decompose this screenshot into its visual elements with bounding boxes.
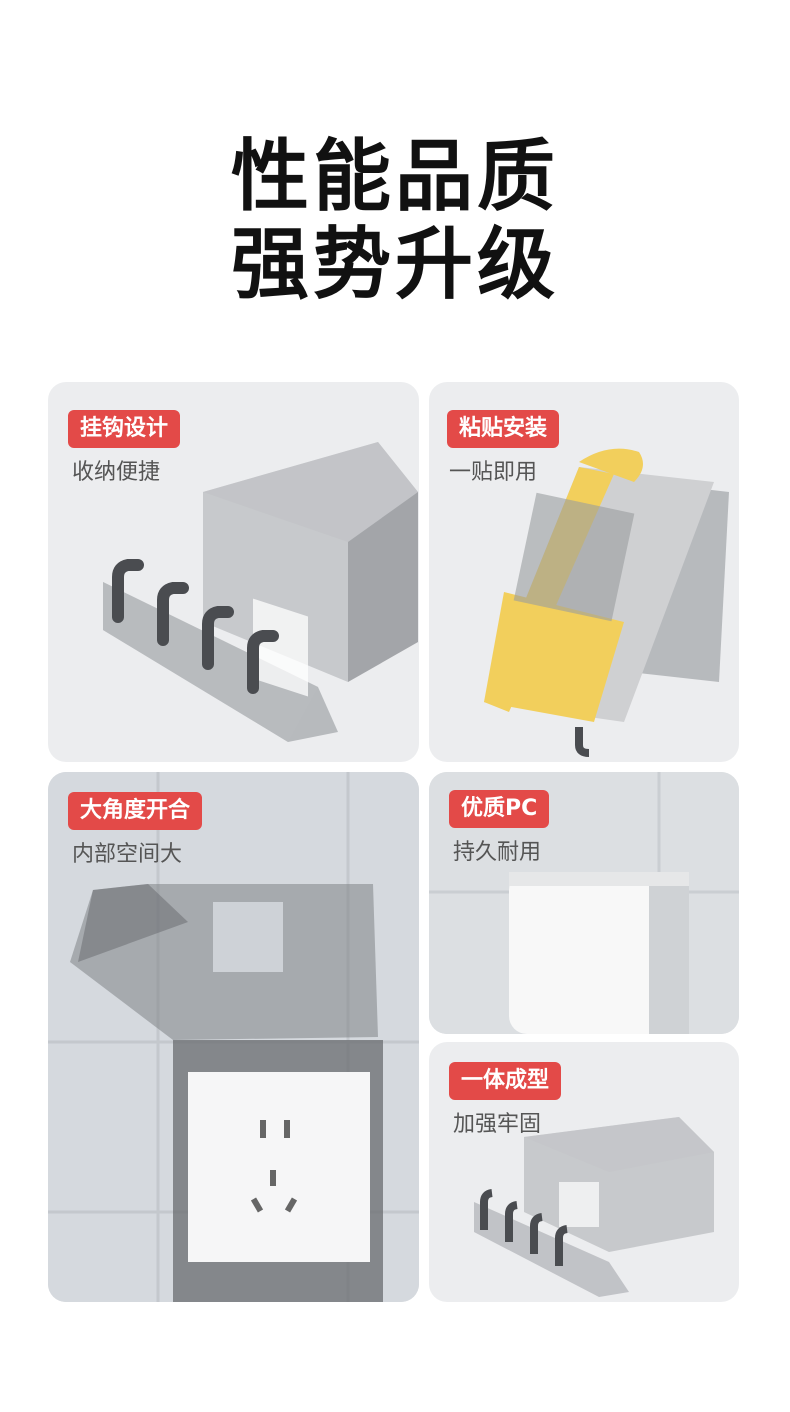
feature-card-hook-design: 挂钩设计 收纳便捷 [48, 382, 419, 762]
adhesive-cover-illustration [484, 448, 729, 757]
tag-one-piece: 一体成型 [449, 1062, 562, 1101]
subtitle-easy-storage: 收纳便捷 [72, 460, 161, 485]
tag-adhesive-install: 粘贴安装 [447, 410, 560, 449]
subtitle-reinforced: 加强牢固 [453, 1112, 542, 1137]
feature-card-quality-pc: 优质PC 持久耐用 [429, 772, 739, 1034]
headline-line-2: 强势升级 [230, 220, 559, 310]
one-piece-illustration [474, 1117, 714, 1297]
hook-cover-illustration [103, 442, 418, 742]
subtitle-durable: 持久耐用 [453, 840, 542, 865]
feature-card-adhesive-install: 粘贴安装 一贴即用 [429, 382, 739, 762]
feature-card-wide-opening: 大角度开合 内部空间大 [48, 772, 419, 1302]
tag-hook-design: 挂钩设计 [68, 410, 181, 449]
tag-quality-pc: 优质PC [449, 790, 550, 829]
wide-opening-illustration [48, 772, 419, 1302]
subtitle-stick-and-use: 一贴即用 [449, 460, 538, 485]
tag-wide-opening: 大角度开合 [68, 792, 203, 831]
headline-line-1: 性能品质 [230, 132, 559, 222]
feature-card-one-piece: 一体成型 加强牢固 [429, 1042, 739, 1302]
subtitle-large-interior: 内部空间大 [72, 842, 183, 867]
